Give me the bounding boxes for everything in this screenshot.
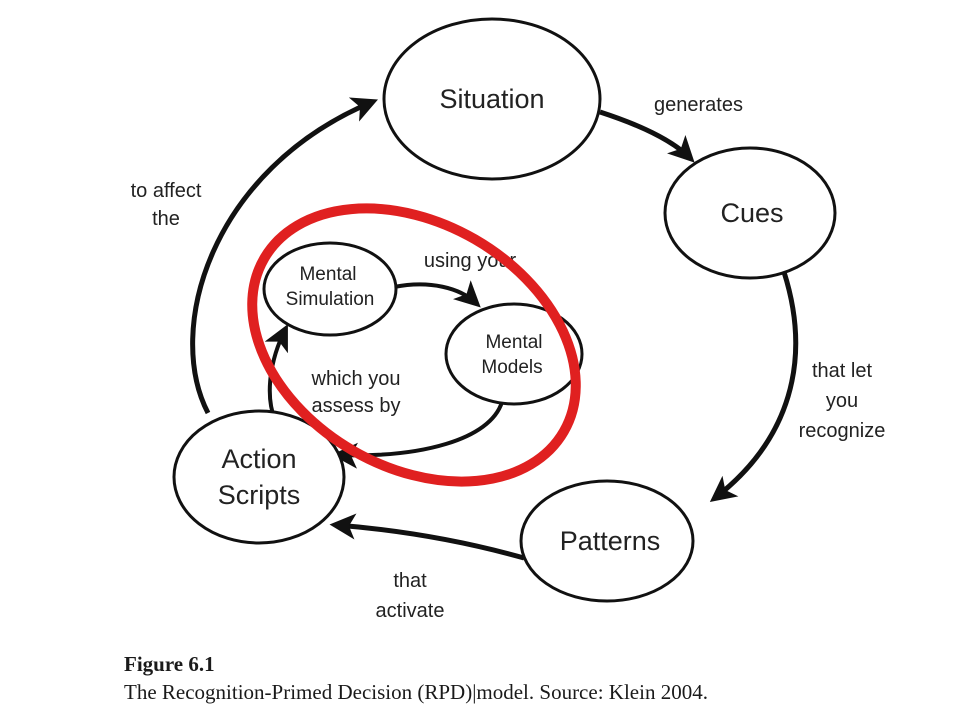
node-situation: Situation — [382, 17, 602, 181]
node-mental-models-label-line1: Mental — [485, 332, 542, 353]
node-cues: Cues — [663, 146, 837, 280]
arrow-patterns-to-action-scripts — [329, 513, 525, 561]
edge-label-activate: activate — [376, 600, 445, 622]
node-mental-simulation-label-line1: Mental — [299, 264, 356, 285]
edge-label-to-affect: to affect — [131, 180, 202, 202]
arrow-action-scripts-to-situation — [190, 97, 378, 415]
node-mental-models-label-line2: Models — [481, 357, 542, 378]
edge-label-recognize: recognize — [799, 420, 886, 442]
arrow-cues-to-patterns — [709, 271, 799, 502]
figure-caption-text: The Recognition-Primed Decision (RPD)|mo… — [124, 680, 708, 704]
arrow-situation-to-cues — [599, 109, 695, 163]
edge-label-assess-by: assess by — [312, 395, 401, 417]
edge-label-that: that — [393, 570, 427, 592]
node-action-scripts: Action Scripts — [172, 409, 346, 545]
node-cues-label: Cues — [720, 198, 783, 228]
edge-label-generates: generates — [654, 94, 743, 116]
node-mental-simulation-label-line2: Simulation — [286, 289, 375, 310]
figure-caption-title: Figure 6.1 — [124, 652, 215, 676]
arrow-simulation-to-models — [393, 280, 481, 308]
node-situation-label: Situation — [439, 84, 544, 114]
edge-label-you: you — [826, 390, 858, 412]
node-action-scripts-label-line1: Action — [221, 444, 296, 474]
node-patterns-label: Patterns — [560, 526, 661, 556]
highlight-ellipse — [247, 203, 581, 487]
node-mental-models: Mental Models — [444, 302, 584, 406]
node-patterns: Patterns — [519, 479, 695, 603]
edge-label-which-you: which you — [311, 368, 401, 390]
node-action-scripts-label-line2: Scripts — [218, 480, 301, 510]
edge-label-that-let: that let — [812, 360, 872, 382]
edge-label-the: the — [152, 208, 180, 230]
node-mental-simulation: Mental Simulation — [262, 241, 398, 337]
